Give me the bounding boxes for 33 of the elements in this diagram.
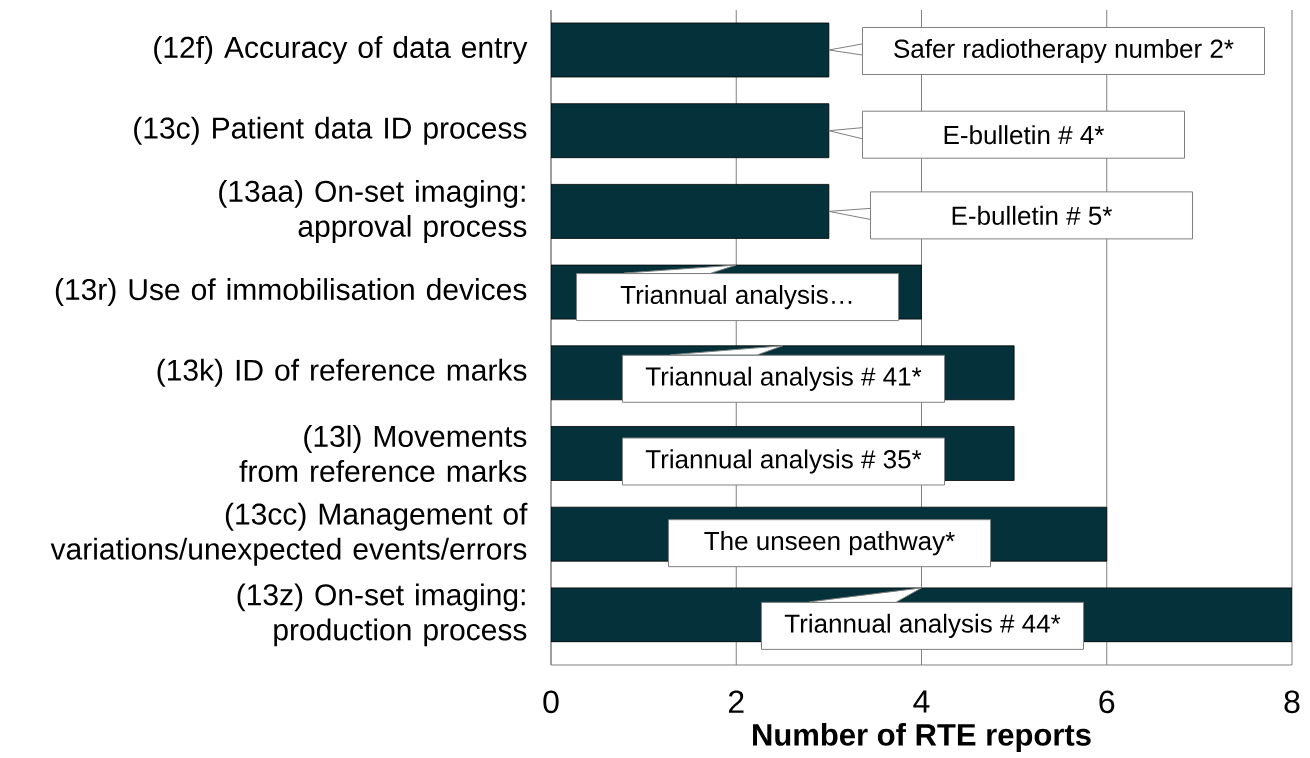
x-tick-label: 8 — [1284, 690, 1300, 714]
y-tick-label: (13k) ID of reference marks — [157, 358, 527, 387]
callout: E-bulletin # 4* — [828, 110, 1185, 159]
x-tick-label: 0 — [543, 690, 559, 714]
annotation: Triannual analysis # 35* — [645, 449, 922, 474]
x-tick-label: 6 — [1099, 690, 1115, 714]
y-tick-label: (13c) Patient data ID process — [134, 116, 527, 145]
annotation: E-bulletin # 5* — [952, 205, 1112, 225]
callout: Triannual analysis # 41* — [622, 345, 945, 403]
annotation: Safer radiotherapy number 2* — [894, 38, 1234, 64]
x-axis-title: Number of RTE reports — [753, 723, 1091, 752]
callout: The unseen pathway* — [668, 519, 991, 568]
x-tick-label: 2 — [728, 690, 744, 713]
callout: Triannual analysis… — [576, 264, 899, 322]
y-tick-label: (13aa) On-set imaging: approval process — [219, 179, 527, 243]
annotation: The unseen pathway* — [704, 531, 955, 556]
annotation: E-bulletin # 4* — [944, 125, 1104, 145]
x-tick-label: 4 — [913, 690, 930, 713]
annotation: Triannual analysis… — [620, 284, 852, 310]
y-tick-label: (13z) On-set imaging: production process — [237, 583, 527, 647]
bar — [551, 184, 830, 239]
y-tick-label: (13l) Movements from reference marks — [239, 424, 527, 483]
y-tick-label: (12f) Accuracy of data entry — [154, 36, 528, 64]
y-tick-label: (13cc) Management of variations/unexpected events/errors — [50, 502, 528, 566]
callout: Safer radiotherapy number 2* — [828, 27, 1265, 75]
callout: E-bulletin # 5* — [828, 191, 1193, 240]
bar — [551, 103, 830, 159]
y-tick-label: (13r) Use of immobilisation devices — [55, 278, 527, 307]
bar — [551, 22, 830, 78]
callout: Triannual analysis # 44* — [761, 587, 1084, 650]
annotation: Triannual analysis # 44* — [784, 613, 1061, 638]
callout: Triannual analysis # 35* — [622, 437, 945, 486]
annotation: Triannual analysis # 41* — [645, 366, 922, 391]
